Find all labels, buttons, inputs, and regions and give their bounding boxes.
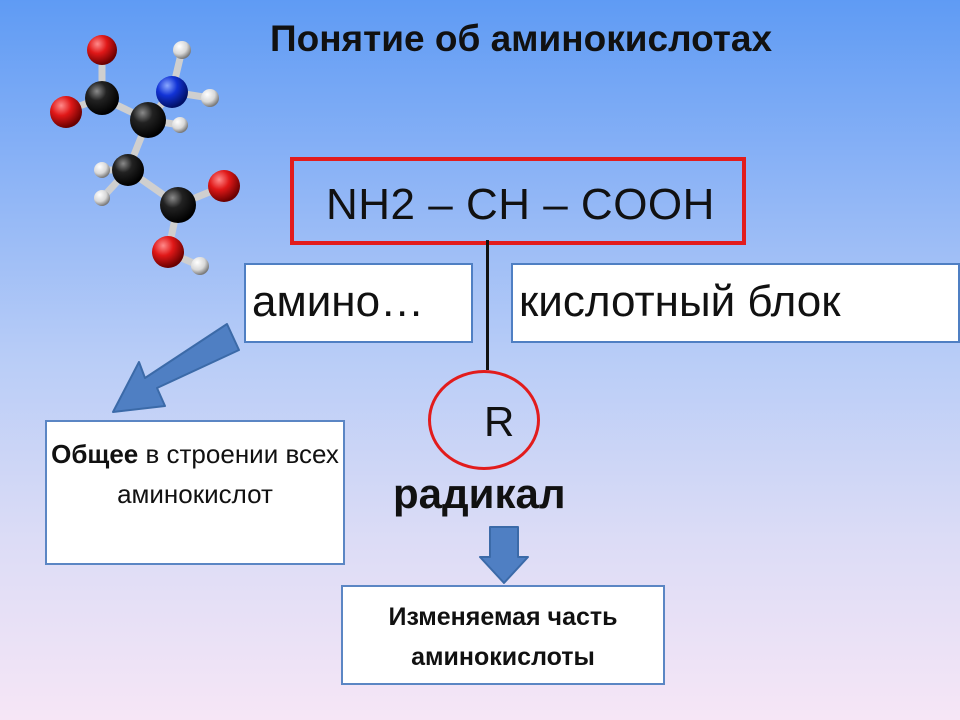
formula-highlight-frame [290, 157, 746, 245]
changeable-part-box: Изменяемая часть аминокислоты [341, 585, 665, 685]
slide-title: Понятие об аминокислотах [270, 18, 773, 59]
common-structure-box: Общее в строении всех аминокислот [45, 420, 345, 565]
acid-block-label: кислотный блок [511, 263, 960, 343]
amino-acid-molecule-image [50, 35, 240, 275]
amino-group-label: амино… [244, 263, 473, 343]
radical-bond-line [486, 240, 489, 370]
arrow-to-changeable-box [479, 526, 529, 584]
amino-acid-formula: NH2 – CH – COOH [326, 180, 715, 229]
common-box-text: в строении всех аминокислот [117, 439, 339, 509]
common-box-bold-word: Общее [51, 439, 139, 469]
arrow-to-common-box [112, 323, 240, 413]
radical-circle [428, 370, 540, 470]
radical-letter: R [484, 398, 515, 445]
radical-caption: радикал [393, 470, 566, 517]
